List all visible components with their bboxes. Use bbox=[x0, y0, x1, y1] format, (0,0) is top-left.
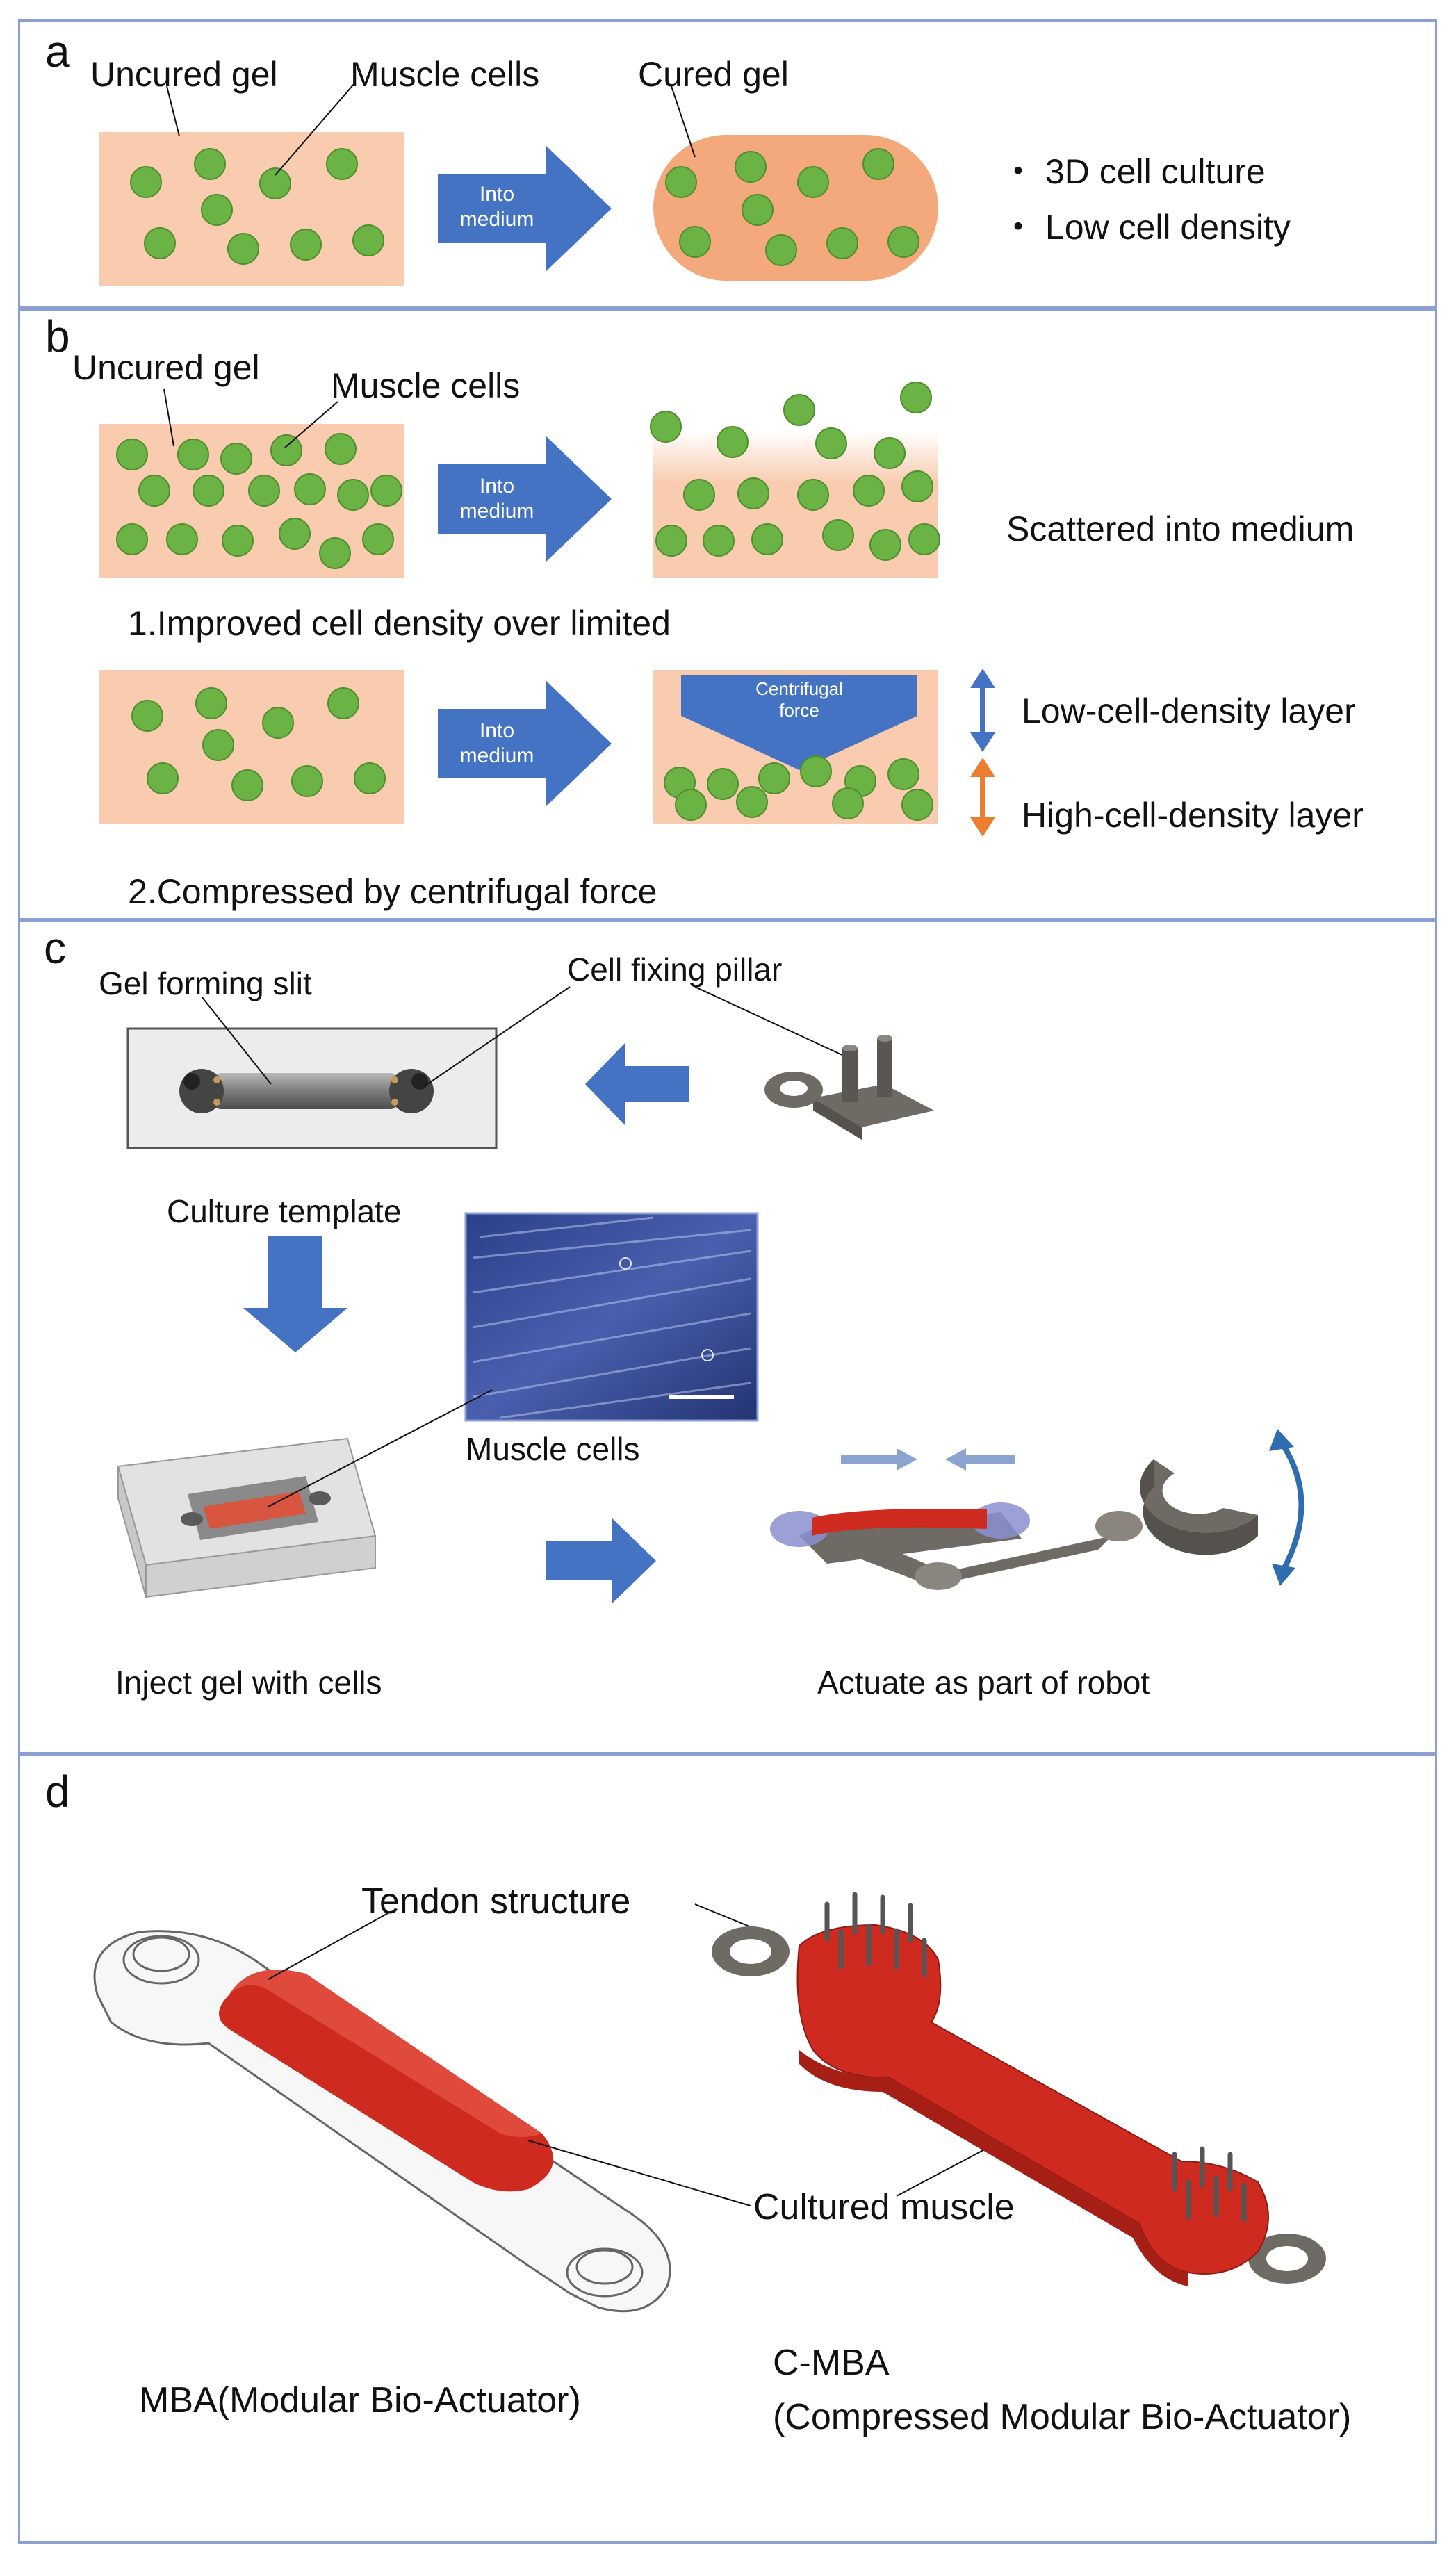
centrifugal-line2: force bbox=[779, 700, 819, 721]
high-density-double-arrow bbox=[970, 758, 995, 837]
caption-compressed: 2.Compressed by centrifugal force bbox=[128, 872, 657, 911]
cmba-pillars-bottom bbox=[1172, 2146, 1247, 2222]
cured-gel-label-a: Cured gel bbox=[638, 55, 789, 94]
arrow-text-b2: Into medium bbox=[445, 719, 549, 769]
into-medium-arrow-b2 bbox=[438, 681, 612, 806]
down-arrow-c bbox=[243, 1236, 347, 1352]
panel-c: c bbox=[18, 920, 1437, 1754]
panel-d: d bbox=[18, 1754, 1437, 2544]
arrow-text-b2-line1: Into bbox=[479, 719, 515, 742]
arrow-text-b1: Into medium bbox=[445, 474, 549, 524]
centrifugal-force-arrow bbox=[681, 675, 917, 770]
high-density-layer-label: High-cell-density layer bbox=[1022, 796, 1364, 835]
panel-label-b: b bbox=[45, 311, 70, 361]
bullet-3d-culture: ・ 3D cell culture bbox=[1001, 152, 1266, 191]
panel-label-c: c bbox=[44, 923, 66, 973]
scattered-label: Scattered into medium bbox=[1006, 509, 1355, 548]
muscle-cells-label-b: Muscle cells bbox=[331, 366, 521, 405]
into-medium-arrow-b1 bbox=[438, 436, 612, 562]
right-arrow-c bbox=[546, 1518, 656, 1604]
bullet-low-density: ・ Low cell density bbox=[1001, 208, 1291, 247]
actuate-label: Actuate as part of robot bbox=[817, 1664, 1150, 1701]
mba-label: MBA(Modular Bio-Actuator) bbox=[139, 2380, 581, 2421]
panel-label-a: a bbox=[45, 26, 70, 76]
contract-arrow-left bbox=[841, 1448, 917, 1471]
contract-arrow-right bbox=[945, 1448, 1015, 1471]
arrow-text-b1-line2: medium bbox=[459, 500, 534, 523]
cells-uncured-a bbox=[130, 148, 384, 265]
cell-fixing-pillar-part bbox=[764, 1035, 934, 1140]
cmba-pillars-top bbox=[824, 1892, 927, 1978]
arrow-text-b1-line1: Into bbox=[479, 475, 515, 498]
cells-scattered bbox=[650, 382, 940, 561]
low-density-layer-label: Low-cell-density layer bbox=[1022, 691, 1356, 730]
low-density-double-arrow bbox=[970, 669, 995, 752]
left-arrow-c bbox=[585, 1042, 689, 1126]
arrow-text-a-line1: Into bbox=[479, 183, 515, 206]
arrow-text-a-line2: medium bbox=[459, 208, 534, 231]
arrow-text-a: Into medium bbox=[445, 182, 549, 232]
panel-label-d: d bbox=[45, 1767, 70, 1817]
gel-forming-slit-label: Gel forming slit bbox=[99, 965, 312, 1001]
inject-gel-label: Inject gel with cells bbox=[115, 1664, 382, 1701]
cells-cured-a bbox=[665, 148, 919, 266]
cell-fixing-pillar-label: Cell fixing pillar bbox=[567, 951, 783, 988]
muscle-cells-label-a: Muscle cells bbox=[350, 55, 540, 94]
muscle-cells-label-c: Muscle cells bbox=[466, 1431, 640, 1467]
cmba-tendon-bottom bbox=[1248, 2234, 1326, 2284]
mba-muscle bbox=[219, 1970, 553, 2192]
uncured-gel-label-b: Uncured gel bbox=[72, 348, 260, 387]
cells-centrifuged bbox=[664, 755, 933, 821]
cmba-label-line1: C-MBA bbox=[773, 2343, 890, 2383]
muscle-cell-micrograph bbox=[464, 1212, 759, 1422]
arrow-text-b2-line2: medium bbox=[459, 744, 534, 767]
into-medium-arrow-a bbox=[438, 146, 612, 271]
cultured-muscle-label: Cultured muscle bbox=[753, 2187, 1015, 2227]
cells-sparse-gel bbox=[131, 687, 386, 801]
cells-dense-gel bbox=[116, 433, 402, 569]
gel-slit bbox=[214, 1073, 398, 1109]
centrifugal-force-text: Centrifugal force bbox=[744, 678, 855, 721]
cmba-label-line2: (Compressed Modular Bio-Actuator) bbox=[773, 2397, 1352, 2437]
tendon-structure-label: Tendon structure bbox=[361, 1881, 631, 1922]
robot-actuator bbox=[770, 1459, 1258, 1590]
uncured-gel-label-a: Uncured gel bbox=[90, 55, 278, 94]
panel-a: a bbox=[18, 19, 1437, 309]
caption-improved-density: 1.Improved cell density over limited bbox=[128, 604, 671, 643]
culture-template-label: Culture template bbox=[167, 1193, 402, 1229]
cmba-tendon-top bbox=[712, 1926, 790, 1976]
cmba-muscle bbox=[796, 1924, 1269, 2286]
centrifugal-line1: Centrifugal bbox=[755, 678, 843, 699]
panel-b: b bbox=[18, 309, 1437, 920]
rotation-arrow bbox=[1279, 1441, 1304, 1572]
